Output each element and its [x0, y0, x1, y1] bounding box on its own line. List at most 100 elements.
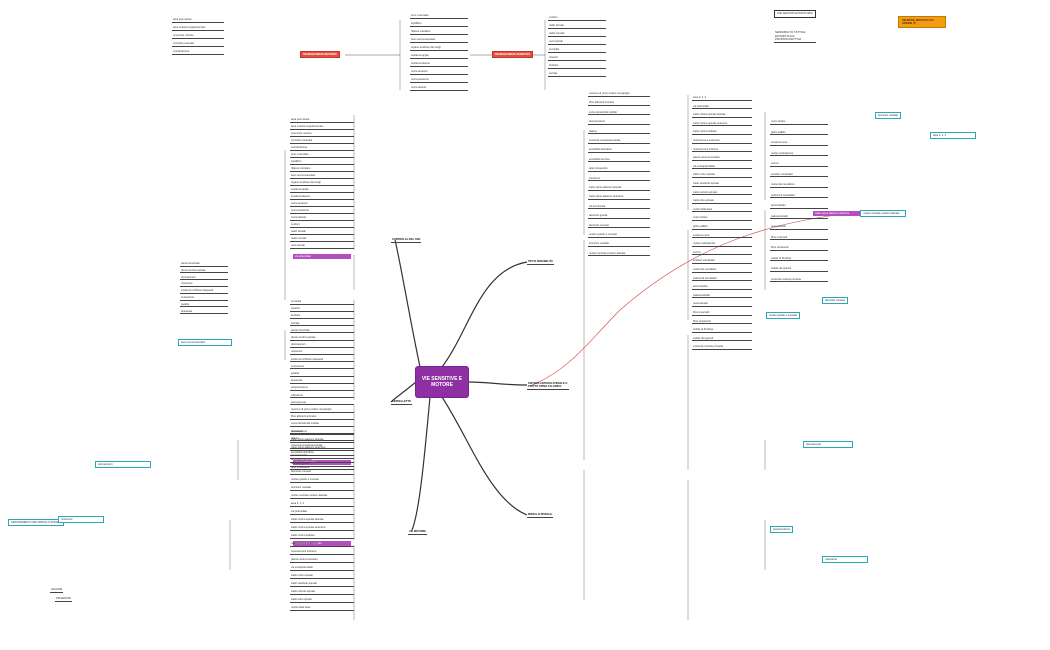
- motorio-box[interactable]: NEUROSCIENZE MOTORIO: [300, 51, 340, 59]
- leaf-node[interactable]: tratto reticolo-spinale: [692, 191, 752, 196]
- leaf-node[interactable]: sensibilità termica: [290, 458, 354, 463]
- leaf-node[interactable]: via lemniscale: [290, 454, 354, 459]
- leaf-node[interactable]: fuso neuromuscolare: [410, 38, 468, 43]
- leaf-node[interactable]: arcicerebello: [770, 204, 828, 209]
- leaf-node[interactable]: anestesia: [180, 310, 228, 315]
- leaf-node[interactable]: sostanza grigia: [290, 188, 354, 193]
- leaf-node[interactable]: sindrome di Brown-Séquard: [180, 289, 228, 294]
- leaf-node[interactable]: tratto tetto-spinale: [692, 199, 752, 204]
- leaf-node[interactable]: sostanza grigia: [410, 54, 468, 59]
- leaf-node[interactable]: omuncolo motorio: [290, 132, 354, 137]
- leaf-node[interactable]: nucleo ventrale postero-laterale: [290, 494, 354, 499]
- leaf-node[interactable]: dermatomeri: [290, 343, 354, 348]
- leaf-node[interactable]: nuclei della base: [290, 606, 354, 611]
- leaf-node[interactable]: peduncoli cerebellari: [770, 194, 828, 199]
- leaf-node[interactable]: fibre afferenti primarie: [290, 415, 354, 420]
- leaf-node[interactable]: plesso brachiale: [290, 329, 354, 334]
- leaf-node[interactable]: tono muscolare: [290, 153, 354, 158]
- sensibilita-box[interactable]: VIE SENSITIVA/MOTORIA: [774, 10, 816, 18]
- right-teal-2[interactable]: area 3, 1, 2: [930, 132, 976, 140]
- leaf-node[interactable]: nucleo ventrale postero-laterale: [588, 252, 650, 257]
- leaf-node[interactable]: motoneurone inferiore: [290, 550, 354, 555]
- leaf-node[interactable]: tatto protopatico: [290, 466, 354, 471]
- leaf-node[interactable]: via extrapiramidale: [290, 566, 354, 571]
- leaf-node[interactable]: omuncolo motorio: [172, 34, 224, 39]
- leaf-node[interactable]: tratto spino-talamico anteriore: [290, 446, 354, 451]
- leaf-node[interactable]: toracico: [290, 307, 354, 312]
- leaf-node[interactable]: corna laterali: [290, 216, 354, 221]
- branch-sistema-anterolaterale[interactable]: SISTEMA ANTEROLATERALE O TRATTO SPINO-TA…: [527, 382, 569, 390]
- right-teal-7[interactable]: vibrazione: [822, 556, 868, 564]
- purple-node-3[interactable]: tratto spino-talamico anteriore: [813, 211, 861, 217]
- leaf-node[interactable]: tratto rubro-spinale: [692, 173, 752, 178]
- leaf-node[interactable]: organo tendineo del Golgi: [410, 46, 468, 51]
- leaf-node[interactable]: tratto cortico-spinale anteriore: [290, 526, 354, 531]
- leaf-node[interactable]: corna posteriori: [410, 78, 468, 83]
- leaf-node[interactable]: fascicolo gracile: [290, 462, 354, 467]
- sensibilita-tattile[interactable]: SENSIBILITÀ TATTILE EPICRITICA E PROPRIO…: [774, 30, 816, 44]
- leaf-node[interactable]: tono muscolare: [410, 14, 468, 19]
- leaf-node[interactable]: area 3, 1, 2: [692, 96, 752, 101]
- leaf-node[interactable]: area motoria supplementare: [290, 125, 354, 130]
- branch-tipi-sensibilita[interactable]: TIPI DI SENSIBILITÀ: [527, 260, 554, 265]
- leaf-node[interactable]: sacrale: [548, 72, 606, 77]
- leaf-node[interactable]: nervi spinali: [548, 40, 606, 45]
- leaf-node[interactable]: lombare: [290, 314, 354, 319]
- leaf-node[interactable]: tratto reticolo-spinale: [290, 590, 354, 595]
- left-teal-4[interactable]: fuso neuromuscolare: [178, 339, 232, 347]
- leaf-node[interactable]: fibre afferenti primarie: [588, 101, 650, 106]
- leaf-node[interactable]: corteccia motoria primaria: [692, 345, 752, 350]
- leaf-node[interactable]: tratto cortico-bulbare: [692, 130, 752, 135]
- leaf-node[interactable]: nervi spinali: [290, 244, 354, 249]
- leaf-node[interactable]: peduncoli cerebellari: [692, 277, 752, 282]
- leaf-node[interactable]: tratto tetto-spinale: [290, 598, 354, 603]
- leaf-node[interactable]: nucleo gracile e cuneato: [290, 478, 354, 483]
- leaf-node[interactable]: nucleo gracile e cuneato: [588, 233, 650, 238]
- leaf-node[interactable]: corteccia somatosensoriale: [588, 139, 650, 144]
- sensitivo-box[interactable]: NEUROSCIENZE SENSITIVO: [492, 51, 534, 59]
- leaf-node[interactable]: corna anteriori: [410, 70, 468, 75]
- leaf-node[interactable]: sensibilità dolorifica: [290, 451, 354, 456]
- leaf-node[interactable]: sostanza bianca: [410, 62, 468, 67]
- leaf-node[interactable]: nucleo subtalamico: [770, 152, 828, 157]
- leaf-node[interactable]: tratto cortico-spinale laterale: [290, 518, 354, 523]
- purple-node-2[interactable]: motoneurone superiore: [293, 541, 351, 547]
- right-teal-1[interactable]: lemnisco mediale: [875, 112, 902, 120]
- leaf-node[interactable]: neurone di primo ordine nel ganglio: [588, 92, 650, 97]
- leaf-node[interactable]: via extrapiramidale: [692, 165, 752, 170]
- leaf-node[interactable]: fascicolo gracile: [588, 214, 650, 219]
- leaf-node[interactable]: miotomeri: [290, 350, 354, 355]
- leaf-node[interactable]: paralisi: [290, 372, 354, 377]
- leaf-node[interactable]: riflesso miotatico: [290, 167, 354, 172]
- leaf-node[interactable]: tratto vestibolo-spinale: [692, 182, 752, 187]
- leaf-node[interactable]: radici ventrali: [290, 237, 354, 242]
- leaf-node[interactable]: fibre muscoidi: [692, 311, 752, 316]
- leaf-node[interactable]: plesso brachiale: [180, 262, 228, 267]
- leaf-node[interactable]: sostanza nera: [770, 141, 828, 146]
- leaf-node[interactable]: sostanza bianca: [290, 195, 354, 200]
- leaf-node[interactable]: motoneurone superiore: [290, 542, 354, 547]
- leaf-node[interactable]: tratto cortico-spinale anteriore: [692, 122, 752, 127]
- leaf-node[interactable]: sostanza nera: [692, 234, 752, 239]
- leaf-node[interactable]: tratto rubro-spinale: [290, 574, 354, 579]
- leaf-node[interactable]: vermis: [770, 162, 828, 167]
- leaf-node[interactable]: anestesia: [290, 379, 354, 384]
- leaf-node[interactable]: area motoria supplementare: [172, 26, 224, 31]
- leaf-node[interactable]: nuclei del cervelletto: [692, 268, 752, 273]
- leaf-node[interactable]: fuso neuromuscolare: [290, 174, 354, 179]
- leaf-node[interactable]: plesso lombo-sacrale: [180, 269, 228, 274]
- leaf-node[interactable]: via piramidale: [290, 510, 354, 515]
- leaf-node[interactable]: controllo posturale: [172, 42, 224, 47]
- leaf-node[interactable]: fascicolo cuneato: [290, 470, 354, 475]
- leaf-node[interactable]: via piramidale: [692, 105, 752, 110]
- leaf-node[interactable]: talamo: [290, 437, 354, 442]
- right-teal-6[interactable]: propriocezione: [770, 526, 794, 534]
- leaf-node[interactable]: cellule di Purkinje: [692, 328, 752, 333]
- leaf-node[interactable]: corna laterali: [410, 86, 468, 91]
- leaf-node[interactable]: fibre muscoidi: [770, 236, 828, 241]
- leaf-node[interactable]: motoneurone superiore: [692, 139, 752, 144]
- right-teal-4[interactable]: fascicolo cuneato: [822, 297, 849, 305]
- leaf-node[interactable]: fibre rampicanti: [770, 246, 828, 251]
- leaf-node[interactable]: emisferi cerebellari: [770, 173, 828, 178]
- leaf-node[interactable]: nucleo subtalamico: [692, 242, 752, 247]
